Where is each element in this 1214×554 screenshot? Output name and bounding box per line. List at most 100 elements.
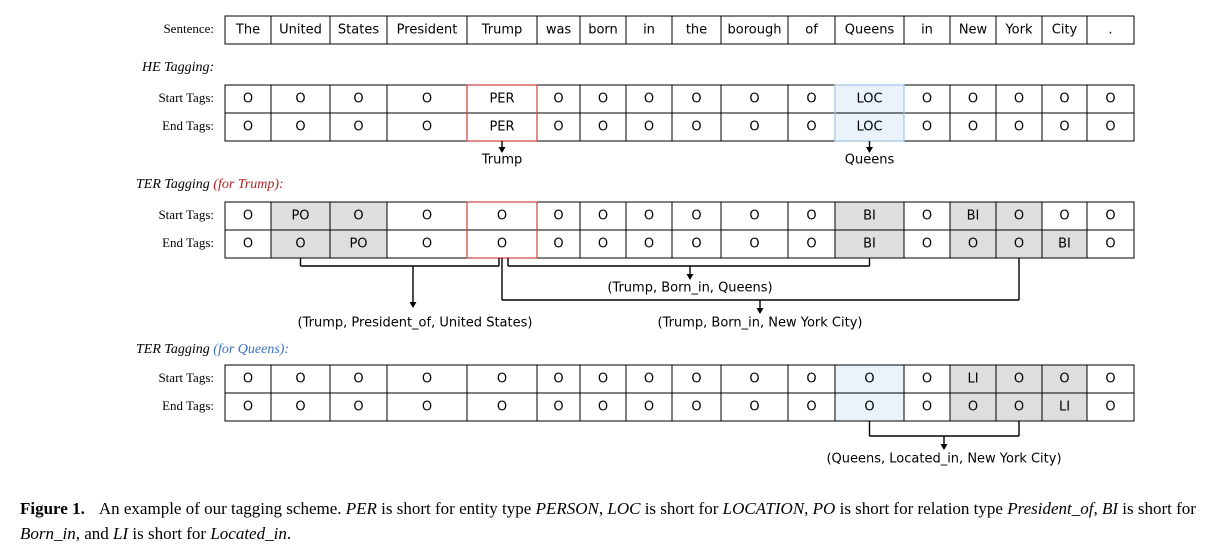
he-end-cell-1: O — [295, 120, 305, 135]
ter-queens-title: TER Tagging (for Queens): — [136, 342, 289, 357]
ter-trump-shade-extra-a — [330, 202, 387, 230]
he-end-cell-7: O — [644, 120, 654, 135]
token-12: in — [921, 23, 933, 38]
caption-term: President_of — [1007, 499, 1094, 518]
ter-queens-end-cell-2: O — [353, 400, 363, 415]
ter-queens-shade-b — [996, 365, 1042, 393]
caption-term: PERSON — [535, 499, 599, 518]
caption-text: is short for relation type — [835, 499, 1008, 518]
ter-queens-shade-c — [1042, 365, 1087, 393]
caption-text: , and — [75, 524, 114, 543]
he-start-cell-10: O — [806, 92, 816, 107]
he-end-cell-9: O — [749, 120, 759, 135]
ter-trump-start-cell-10: O — [806, 209, 816, 224]
ter-queens-end-cell-6: O — [598, 400, 608, 415]
caption-text: , — [1093, 499, 1102, 518]
caption-term: PER — [345, 499, 377, 518]
conn-bi-nyc-arrow-head — [756, 308, 764, 314]
ter-queens-end-cell-13: O — [968, 400, 978, 415]
ter-queens-start-cell-6: O — [598, 372, 608, 387]
ter-trump-end-cell-12: O — [922, 237, 932, 252]
ter-trump-start-cell-12: O — [922, 209, 932, 224]
ter-trump-end-cell-5: O — [553, 237, 563, 252]
he-entity-trump: Trump — [481, 153, 523, 168]
caption-text: is short for — [1118, 499, 1196, 518]
ter-queens-start-cell-12: O — [922, 372, 932, 387]
he-end-cell-11: LOC — [856, 120, 882, 135]
ter-queens-start-cell-14: O — [1014, 372, 1024, 387]
he-end-cell-14: O — [1014, 120, 1024, 135]
ter-trump-end-shade-11 — [835, 230, 904, 258]
caption-label: Figure 1. — [20, 499, 85, 518]
ter-trump-start-shade-11 — [835, 202, 904, 230]
he-start-cell-9: O — [749, 92, 759, 107]
he-start-label: Start Tags: — [158, 90, 214, 105]
he-end-cell-16: O — [1105, 120, 1115, 135]
ter-queens-shade-e — [996, 393, 1042, 421]
ter-trump-start-cell-4: O — [497, 209, 507, 224]
token-14: York — [1004, 23, 1033, 38]
ter-queens-end-cell-15: LI — [1059, 400, 1070, 415]
caption-text: , — [804, 499, 813, 518]
he-end-cell-8: O — [691, 120, 701, 135]
ter-trump-end-cell-14: O — [1014, 237, 1024, 252]
ter-trump-start-cell-9: O — [749, 209, 759, 224]
caption-term: BI — [1101, 499, 1118, 518]
he-end-cell-5: O — [553, 120, 563, 135]
ter-trump-end-cell-7: O — [644, 237, 654, 252]
ter-trump-start-cell-6: O — [598, 209, 608, 224]
ter-queens-end-cell-10: O — [806, 400, 816, 415]
he-start-cell-1: O — [295, 92, 305, 107]
ter-trump-end-cell-13: O — [968, 237, 978, 252]
ter-queens-end-cell-8: O — [691, 400, 701, 415]
ter-queens-start-label: Start Tags: — [158, 370, 214, 385]
he-end-cell-13: O — [968, 120, 978, 135]
he-end-label: End Tags: — [162, 118, 214, 133]
ter-trump-shade-extra-e — [996, 230, 1042, 258]
he-start-cell-12: O — [922, 92, 932, 107]
ter-queens-start-cell-1: O — [295, 372, 305, 387]
he-queens-arrow-head — [866, 147, 873, 153]
token-7: in — [643, 23, 655, 38]
token-8: the — [686, 23, 707, 38]
ter-trump-end-cell-0: O — [243, 237, 253, 252]
he-start-cell-8: O — [691, 92, 701, 107]
ter-trump-end-cell-9: O — [749, 237, 759, 252]
sentence-label: Sentence: — [163, 21, 214, 36]
he-section-title: HE Tagging: — [141, 60, 214, 75]
ter-queens-start-cell-9: O — [749, 372, 759, 387]
he-start-cell-11: LOC — [856, 92, 882, 107]
ter-trump-title-main: TER Tagging — [136, 177, 213, 192]
triple-queens-located-in: (Queens, Located_in, New York City) — [826, 452, 1061, 467]
triple-trump-born-in-queens: (Trump, Born_in, Queens) — [607, 281, 772, 296]
caption-term: LOC — [607, 499, 641, 518]
caption-text: , — [598, 499, 608, 518]
ter-queens-start-cell-7: O — [644, 372, 654, 387]
token-15: City — [1052, 23, 1078, 38]
ter-trump-start-cell-8: O — [691, 209, 701, 224]
ter-trump-end-cell-16: O — [1105, 237, 1115, 252]
ter-trump-end-label: End Tags: — [162, 235, 214, 250]
ter-trump-shade-extra-c — [996, 202, 1042, 230]
he-start-cell-7: O — [644, 92, 654, 107]
caption-body: An example of our tagging scheme. PER is… — [20, 499, 1196, 543]
token-16: . — [1108, 23, 1112, 38]
token-4: Trump — [481, 23, 523, 38]
ter-trump-end-cell-2: PO — [349, 237, 367, 252]
ter-queens-shade-d — [950, 393, 996, 421]
ter-trump-start-cell-15: O — [1059, 209, 1069, 224]
ter-trump-end-cell-11: BI — [863, 237, 876, 252]
ter-trump-start-cell-3: O — [422, 209, 432, 224]
ter-queens-start-cell-15: O — [1059, 372, 1069, 387]
ter-queens-start-cell-3: O — [422, 372, 432, 387]
ter-trump-start-cell-2: O — [353, 209, 363, 224]
ter-trump-end-cell-4: O — [497, 237, 507, 252]
ter-queens-start-cell-5: O — [553, 372, 563, 387]
ter-trump-end-cell-6: O — [598, 237, 608, 252]
ter-trump-start-cell-14: O — [1014, 209, 1024, 224]
ter-queens-end-cell-0: O — [243, 400, 253, 415]
ter-queens-end-cell-12: O — [922, 400, 932, 415]
he-start-cell-16: O — [1105, 92, 1115, 107]
ter-queens-end-cell-16: O — [1105, 400, 1115, 415]
